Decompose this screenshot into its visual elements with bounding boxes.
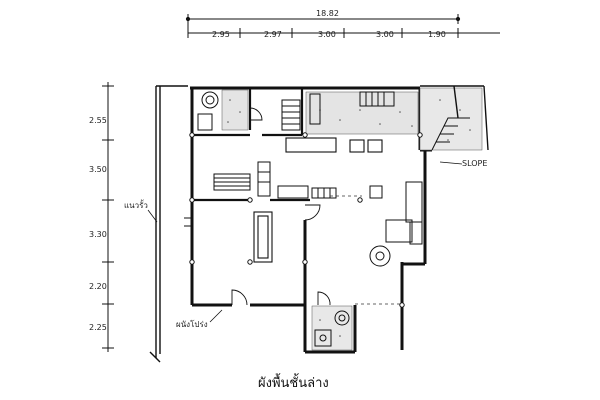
dim-seg-2-label: 2.97 (264, 30, 282, 39)
top-dimension-chain (185, 14, 500, 38)
dim-seg-1-label: 2.95 (212, 30, 230, 39)
interior-walls (192, 88, 310, 202)
open-wall-leader (209, 309, 223, 323)
dim-seg-3-label: 3.00 (318, 30, 336, 39)
dim-left-4-label: 2.20 (89, 282, 107, 291)
stair-right (431, 117, 470, 151)
fence-leader (147, 209, 158, 223)
dim-left-3-label: 3.30 (89, 230, 107, 239)
dashed-edges (330, 195, 402, 305)
terrace-outline (420, 85, 489, 151)
fence-line (149, 85, 188, 363)
living-set (369, 181, 423, 267)
toilet-fixture-bottom (314, 310, 350, 347)
kitchen-counter (309, 91, 395, 125)
dining-table (285, 137, 383, 153)
dim-seg-5-label: 1.90 (428, 30, 446, 39)
columns (189, 132, 423, 308)
sofa (253, 211, 273, 263)
dim-total-label: 18.82 (316, 9, 339, 18)
toilet-fixture-top (197, 91, 219, 131)
left-dimension-chain (102, 82, 114, 352)
doors (184, 107, 331, 306)
bench (277, 185, 337, 199)
shelf-unit (213, 161, 271, 197)
slope-label: SLOPE (462, 159, 487, 168)
terrace-hatch (221, 87, 483, 351)
dim-left-1-label: 2.55 (89, 116, 107, 125)
fence-label: แนวรั้ว (124, 199, 148, 210)
dim-left-5-label: 2.25 (89, 323, 107, 332)
slope-leader (439, 161, 463, 165)
dim-seg-4-label: 3.00 (376, 30, 394, 39)
stair-top (281, 99, 301, 131)
open-wall-label: ผนังโปร่ง (176, 319, 208, 329)
dim-left-2-label: 3.50 (89, 165, 107, 174)
drawing-title: ผังพื้นชั้นล่าง (258, 373, 329, 391)
